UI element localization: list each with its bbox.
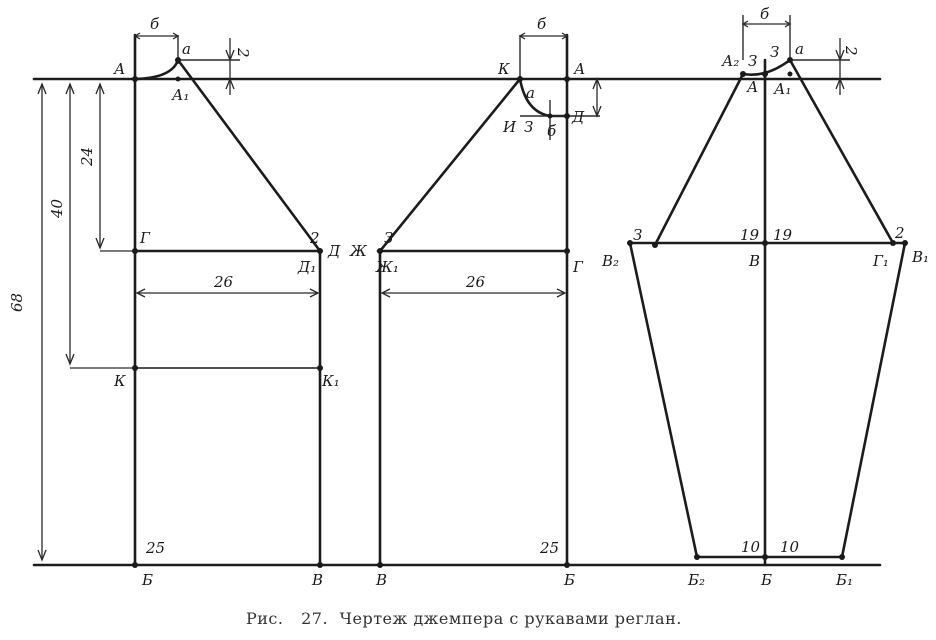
front-dim-b: б	[537, 15, 547, 33]
point-sleeve-G1	[890, 240, 896, 246]
label-back-B: Б	[141, 571, 153, 589]
caption-text: Чертеж джемпера с рукавами реглан.	[340, 609, 682, 628]
point-back-B	[132, 562, 138, 568]
point-front-D	[564, 113, 570, 119]
label-40: 40	[48, 198, 66, 219]
label-sleeve-A: А	[746, 78, 758, 96]
point-back-a	[175, 57, 181, 63]
point-front-Zh1	[377, 248, 383, 254]
point-sleeve-B1	[839, 554, 845, 560]
label-sleeve-10-right: 10	[780, 538, 800, 556]
label-sleeve-B2: Б₂	[687, 571, 705, 589]
label-sleeve-A2: А₂	[721, 52, 739, 70]
point-sleeve-A	[762, 71, 768, 77]
point-back-D1	[317, 248, 323, 254]
back-dim-26: 26	[213, 273, 234, 291]
point-front-V	[377, 562, 383, 568]
label-back-A1: А₁	[171, 86, 189, 104]
dimension-24: 24	[78, 82, 135, 252]
label-back-K: К	[113, 372, 126, 390]
back-dim-b: б	[150, 15, 160, 33]
dimension-40: 40	[48, 82, 320, 369]
label-front-b: б	[547, 122, 557, 140]
point-front-G	[564, 248, 570, 254]
dimension-68: 68	[8, 82, 47, 562]
label-back-K1: К₁	[321, 372, 340, 390]
label-sleeve-2: 2	[894, 224, 905, 242]
label-68: 68	[8, 293, 26, 312]
caption: Рис. 27. Чертеж джемпера с рукавами регл…	[246, 609, 682, 628]
label-sleeve-A1: А₁	[773, 80, 791, 98]
point-front-A	[564, 76, 570, 82]
point-front-K	[517, 76, 523, 82]
point-back-A1	[175, 76, 181, 82]
label-front-K: К	[497, 60, 510, 78]
back-dim-25: 25	[145, 539, 165, 557]
label-back-2: 2	[309, 229, 320, 247]
label-front-A: А	[573, 60, 585, 78]
label-sleeve-B1: Б₁	[835, 571, 853, 589]
sleeve-dim-b: б	[760, 5, 770, 23]
label-front-a: а	[526, 84, 535, 102]
point-back-V	[317, 562, 323, 568]
point-back-K	[132, 365, 138, 371]
label-front-Zh1: Ж₁	[375, 258, 399, 276]
label-sleeve-V2: В₂	[601, 252, 619, 270]
front-dim-25: 25	[539, 539, 559, 557]
front-piece: б 26 25 К А а И З б Д Ж З Ж₁ Г В Б	[349, 15, 602, 589]
label-sleeve-B: Б	[760, 571, 772, 589]
back-piece: б 2 26 25 А а А₁ Г 2 Д Д₁ К К₁ Б В	[113, 15, 341, 589]
point-front-B	[564, 562, 570, 568]
label-front-D: Д	[571, 108, 585, 126]
label-back-D: Д	[327, 242, 341, 260]
label-front-Z2: З	[384, 229, 393, 247]
label-sleeve-19-right: 19	[773, 226, 793, 244]
label-sleeve-19-left: 19	[740, 226, 760, 244]
label-back-V: В	[311, 571, 323, 589]
caption-number: 27.	[301, 609, 328, 628]
label-front-Z: З	[524, 118, 533, 136]
point-back-G	[132, 248, 138, 254]
back-dim-2: 2	[234, 47, 252, 58]
label-front-B: Б	[563, 571, 575, 589]
label-sleeve-a: а	[795, 40, 804, 58]
label-front-G: Г	[572, 258, 584, 276]
point-sleeve-A2	[740, 71, 746, 77]
front-dim-26: 26	[465, 273, 486, 291]
point-back-K1	[317, 365, 323, 371]
point-sleeve-V2	[627, 240, 633, 246]
point-sleeve-B	[762, 554, 768, 560]
label-sleeve-Z2: З	[770, 43, 779, 61]
label-front-I: И	[502, 118, 517, 136]
label-sleeve-Zl: З	[633, 226, 642, 244]
point-sleeve-V1	[902, 240, 908, 246]
label-sleeve-G1: Г₁	[872, 252, 889, 270]
label-back-a: а	[182, 40, 191, 58]
label-back-A: А	[113, 60, 125, 78]
point-sleeve-a	[787, 57, 793, 63]
point-sleeve-B2	[694, 554, 700, 560]
label-sleeve-10-left: 10	[741, 538, 761, 556]
label-sleeve-V: В	[748, 252, 760, 270]
sleeve-dim-2: 2	[842, 45, 860, 56]
caption-fig: Рис.	[246, 609, 283, 628]
point-front-b	[547, 113, 553, 119]
point-back-A	[132, 76, 138, 82]
point-sleeve-V	[762, 240, 768, 246]
label-front-Zh: Ж	[349, 242, 368, 260]
label-back-G: Г	[139, 229, 151, 247]
label-24: 24	[78, 147, 96, 167]
label-sleeve-V1: В₁	[911, 248, 929, 266]
point-sleeve-Z	[652, 242, 658, 248]
label-sleeve-Z1: З	[748, 52, 757, 70]
label-back-D1: Д₁	[297, 258, 316, 276]
sleeve-piece: б 2 А₂ З З а А А₁ З 2 В₂ 19 19	[601, 5, 929, 589]
point-sleeve-A1	[787, 71, 793, 77]
label-front-V: В	[375, 571, 387, 589]
